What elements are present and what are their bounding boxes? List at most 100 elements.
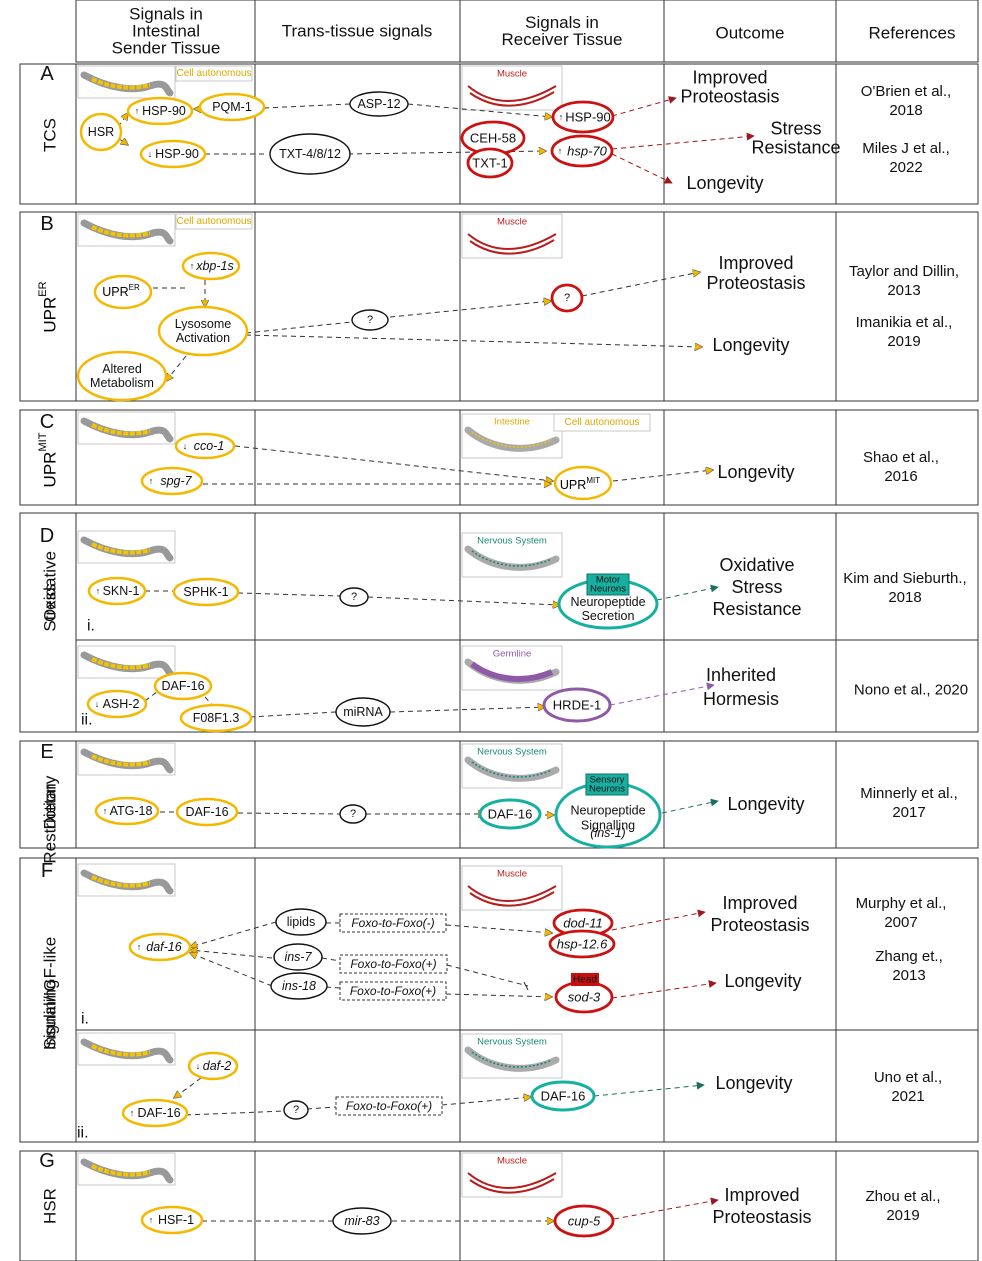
label: CEH-58 (470, 131, 516, 146)
node-lipids (275, 908, 327, 936)
muscle-line (467, 85, 557, 102)
label: Improved (718, 253, 793, 273)
label: Longevity (712, 335, 789, 355)
label: Lysosome (175, 317, 232, 331)
label: ↑ (149, 1215, 154, 1225)
tag-frame (175, 213, 253, 230)
label: ins-18 (282, 979, 316, 993)
label: i. (81, 1011, 89, 1028)
arrow (249, 711, 337, 718)
section-row (75, 211, 979, 402)
node-cco1 (174, 432, 236, 460)
node-hsp126 (548, 929, 616, 959)
worm-intestine (91, 754, 151, 767)
label: 2018 (888, 589, 921, 606)
header-sender: Signals in (129, 5, 203, 24)
label: sod-3 (568, 990, 601, 1005)
label: Activation (176, 331, 230, 345)
arrow (237, 812, 341, 815)
label: Longevity (727, 794, 804, 814)
label: Altered (102, 362, 142, 376)
section-letter: B (40, 213, 53, 235)
node-metabolism (76, 350, 168, 402)
label: Nono et al., 2020 (854, 682, 968, 699)
label: ? (351, 591, 357, 603)
node-ins7 (273, 943, 323, 971)
label: Insulin/IGF-like (41, 937, 60, 1050)
label: Longevity (715, 1073, 792, 1093)
foxo-box-pos (339, 981, 447, 1001)
node-mirna (335, 697, 391, 727)
arrow (389, 301, 551, 318)
tissue-name: Germline (493, 649, 532, 660)
node-hsf1 (140, 1205, 204, 1235)
label: hsp-12.6 (557, 937, 608, 952)
nervous-worm-icon: Nervous System (461, 532, 563, 578)
neuron-tag-label: Motor (596, 575, 620, 586)
label: Dietary (41, 775, 60, 829)
nodes (76, 91, 662, 1238)
label: Longevity (717, 462, 794, 482)
intestine-worm-icon (77, 411, 176, 445)
node-label: HSF-1 (158, 1213, 194, 1227)
muscle-line (467, 885, 557, 902)
label: ii. (77, 1125, 89, 1142)
node-daf16 (128, 932, 192, 962)
label: Murphy et al., (856, 895, 947, 912)
arrow (446, 964, 529, 987)
arrow-proteostasis (611, 96, 677, 117)
label: ↓ (95, 699, 100, 709)
section-label: HSR (41, 1188, 60, 1224)
intestine-worm-icon: Intestine (461, 413, 563, 459)
label: Proteostasis (706, 273, 805, 293)
arrow (144, 690, 159, 702)
icon-frame (461, 65, 563, 111)
label: 2017 (892, 804, 925, 821)
label: Improved (692, 68, 767, 88)
node-label: SKN-1 (103, 584, 140, 598)
icon-frame (461, 865, 563, 911)
label: ↑ (137, 942, 142, 952)
label: ↑ (96, 586, 101, 596)
label: Proteostasis (680, 87, 779, 107)
label: Signalling (581, 819, 635, 833)
arrow (445, 924, 552, 933)
foxo-label: Foxo-to-Foxo(+) (346, 1099, 432, 1113)
label: Signaling (41, 980, 60, 1050)
worm-body (464, 426, 560, 452)
tissue-name: Nervous System (477, 1037, 547, 1048)
node-label: ASH-2 (103, 697, 140, 711)
label: Miles J et al., (862, 140, 950, 157)
label: 2013 (887, 282, 920, 299)
muscle-line (469, 1178, 555, 1194)
tag-label: Cell autonomous (176, 68, 251, 79)
arrow (445, 994, 552, 997)
foxo-label: Foxo-to-Foxo(+) (350, 984, 436, 998)
tissue-name: Muscle (497, 217, 527, 228)
node-upr-er (93, 274, 153, 310)
node-label: daf-2 (203, 1059, 232, 1073)
arrow-proteostasis (581, 272, 700, 297)
foxo-box-pos (339, 954, 448, 974)
node-label: xbp-1s (195, 259, 234, 273)
arrow-hormesis (609, 682, 715, 706)
neuron-tag-label: Neurons (589, 784, 625, 795)
header-receiver: Receiver Tissue (502, 30, 623, 49)
header-references: References (869, 24, 956, 43)
arrow-oxidative (656, 584, 719, 601)
worm-intestine (91, 542, 151, 555)
label: i. (87, 618, 95, 635)
node-hsp70 (550, 134, 614, 168)
header-outcome: Outcome (716, 24, 785, 43)
label: (ins-1) (590, 826, 625, 840)
germline-worm-icon: Germline (461, 645, 563, 691)
label: TXT-1 (472, 156, 507, 171)
section-row (75, 639, 979, 733)
node-question (339, 804, 367, 824)
worm-intestine (91, 77, 151, 90)
node-atg18 (94, 796, 160, 826)
label: Zhou et al., (865, 1188, 940, 1205)
neuron-tag-label: Sensory (590, 775, 625, 786)
